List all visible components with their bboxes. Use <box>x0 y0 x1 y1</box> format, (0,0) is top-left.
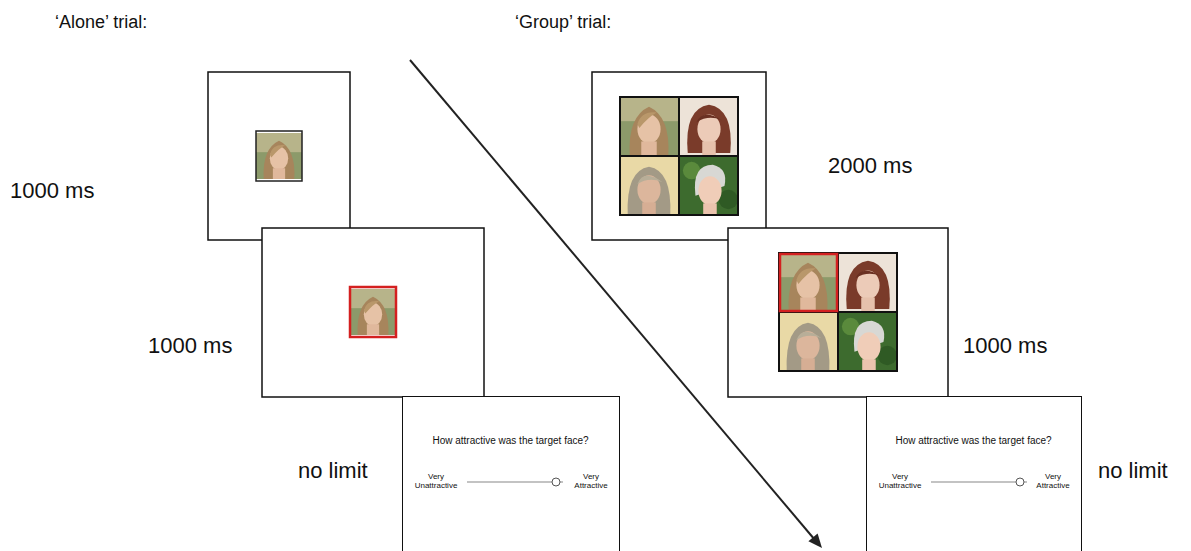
duration-label: 1000 ms <box>10 178 94 204</box>
trial-heading: ‘Alone’ trial: <box>55 12 147 33</box>
rating-screen: How attractive was the target face? Very … <box>866 396 1082 551</box>
duration-label: 1000 ms <box>148 333 232 359</box>
rating-slider <box>929 475 1029 489</box>
duration-label: no limit <box>1098 458 1168 484</box>
duration-label: 1000 ms <box>963 333 1047 359</box>
scale-anchor-high: Very Attractive <box>1031 473 1075 491</box>
rating-slider <box>465 475 565 489</box>
duration-label: no limit <box>298 458 368 484</box>
scale-anchor-low: Very Unattractive <box>409 473 463 491</box>
rating-screen: How attractive was the target face? Very … <box>402 396 620 551</box>
scale-anchor-high: Very Attractive <box>569 473 613 491</box>
trial-heading: ‘Group’ trial: <box>515 12 611 33</box>
duration-label: 2000 ms <box>828 153 912 179</box>
scale-anchor-low: Very Unattractive <box>873 473 927 491</box>
rating-question: How attractive was the target face? <box>867 435 1080 446</box>
rating-question: How attractive was the target face? <box>403 435 618 446</box>
